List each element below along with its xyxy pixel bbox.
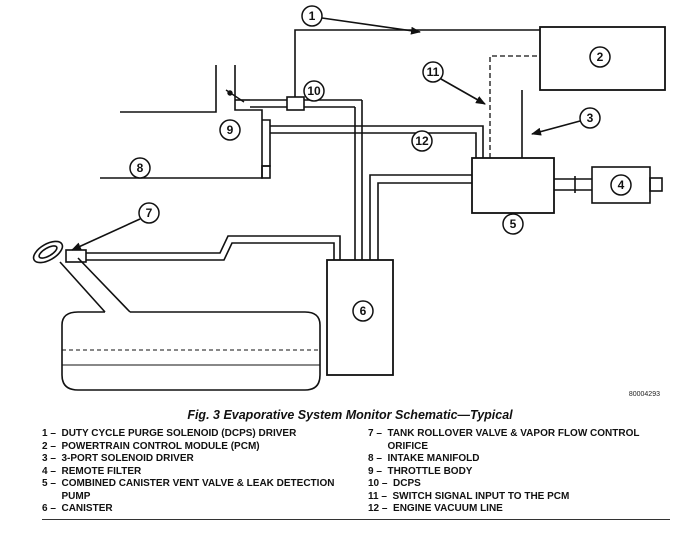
legend-text: REMOTE FILTER xyxy=(61,465,142,477)
legend-text: DCPS xyxy=(393,478,421,489)
legend-number: 5 xyxy=(42,478,48,489)
figure-caption: Fig. 3 Evaporative System Monitor Schema… xyxy=(187,408,513,422)
legend-text: ENGINE VACUUM LINE xyxy=(393,503,503,514)
callout-10: 10 xyxy=(303,80,325,102)
callout-2: 2 xyxy=(589,46,611,68)
evap-schematic: 1 2 3 4 5 6 7 8 9 10 11 xyxy=(32,5,666,398)
legend-item: 2 – POWERTRAIN CONTROL MODULE (PCM) xyxy=(42,441,352,454)
callout-11: 11 xyxy=(422,61,486,105)
svg-text:10: 10 xyxy=(307,84,321,98)
legend-number: 10 xyxy=(368,478,380,489)
callout-4: 4 xyxy=(610,174,632,196)
svg-text:11: 11 xyxy=(427,65,440,79)
svg-text:5: 5 xyxy=(510,217,517,231)
legend-text: SWITCH SIGNAL INPUT TO THE PCM xyxy=(392,490,570,502)
callout-9: 9 xyxy=(219,119,241,141)
legend-item: 7 – TANK ROLLOVER VALVE & VAPOR FLOW CON… xyxy=(368,428,668,453)
legend-text: COMBINED CANISTER VENT VALVE & LEAK DETE… xyxy=(61,478,335,502)
legend-text: 3-PORT SOLENOID DRIVER xyxy=(61,453,194,464)
tank-vapor-line xyxy=(86,235,341,261)
legend-text: THROTTLE BODY xyxy=(387,465,473,477)
legend-text: DUTY CYCLE PURGE SOLENOID (DCPS) DRIVER xyxy=(61,428,297,439)
legend-text: POWERTRAIN CONTROL MODULE (PCM) xyxy=(61,440,260,452)
legend-separator: – xyxy=(47,465,62,477)
legend-separator: – xyxy=(378,490,393,502)
svg-text:9: 9 xyxy=(227,123,234,137)
svg-text:4: 4 xyxy=(618,178,625,192)
legend-number: 6 xyxy=(42,503,48,514)
bottom-divider xyxy=(42,519,670,520)
legend-separator: – xyxy=(47,428,62,439)
svg-text:7: 7 xyxy=(146,206,153,220)
pcm-box xyxy=(539,26,666,91)
legend-separator: – xyxy=(379,503,394,514)
legend-item: 3 – 3-PORT SOLENOID DRIVER xyxy=(42,453,352,466)
legend-item: 9 – THROTTLE BODY xyxy=(368,466,668,479)
legend-separator: – xyxy=(47,503,62,514)
legend-separator: – xyxy=(47,453,62,464)
legend-separator: – xyxy=(373,453,388,464)
svg-text:2: 2 xyxy=(597,50,604,64)
legend-right-column: 7 – TANK ROLLOVER VALVE & VAPOR FLOW CON… xyxy=(368,428,668,516)
legend-separator: – xyxy=(373,428,388,439)
callout-7: 7 xyxy=(71,202,160,251)
legend-item: 5 – COMBINED CANISTER VENT VALVE & LEAK … xyxy=(42,478,352,503)
dcps-driver-wire xyxy=(294,29,540,100)
legend-number: 12 xyxy=(368,503,380,514)
callout-8: 8 xyxy=(129,157,151,179)
svg-text:8: 8 xyxy=(137,161,144,175)
svg-text:1: 1 xyxy=(309,9,316,23)
legend-left-column: 1 – DUTY CYCLE PURGE SOLENOID (DCPS) DRI… xyxy=(42,428,352,516)
legend-number: 11 xyxy=(368,490,379,502)
legend-text: INTAKE MANIFOLD xyxy=(387,453,480,464)
legend-item: 1 – DUTY CYCLE PURGE SOLENOID (DCPS) DRI… xyxy=(42,428,352,441)
svg-text:6: 6 xyxy=(360,304,367,318)
legend-item: 12 – ENGINE VACUUM LINE xyxy=(368,503,668,516)
intake-manifold xyxy=(100,65,271,179)
switch-signal-line xyxy=(489,55,540,158)
reference-code: 80004293 xyxy=(629,391,660,398)
canister-vent-lines xyxy=(369,174,472,260)
callout-1: 1 xyxy=(301,5,421,35)
legend-text: TANK ROLLOVER VALVE & VAPOR FLOW CONTROL… xyxy=(387,428,640,452)
callout-12: 12 xyxy=(411,130,433,152)
callout-6: 6 xyxy=(352,300,374,322)
legend-item: 6 – CANISTER xyxy=(42,503,352,516)
legend-item: 4 – REMOTE FILTER xyxy=(42,466,352,479)
legend-separator: – xyxy=(47,440,62,452)
leak-detection-pump-box xyxy=(471,157,555,214)
legend-text: CANISTER xyxy=(61,503,113,514)
legend-item: 8 – INTAKE MANIFOLD xyxy=(368,453,668,466)
legend-separator: – xyxy=(47,478,62,489)
legend-number: 4 xyxy=(42,465,48,477)
legend-item: 11 – SWITCH SIGNAL INPUT TO THE PCM xyxy=(368,491,668,504)
legend-number: 2 xyxy=(42,440,48,452)
callout-5: 5 xyxy=(502,213,524,235)
callout-3: 3 xyxy=(531,107,601,136)
legend-item: 10 – DCPS xyxy=(368,478,668,491)
legend-number: 1 xyxy=(42,428,48,439)
fuel-tank xyxy=(32,240,321,391)
remote-filter xyxy=(554,166,663,204)
svg-text:3: 3 xyxy=(587,111,594,125)
legend-number: 8 xyxy=(368,453,374,464)
legend-separator: – xyxy=(373,465,388,477)
svg-text:12: 12 xyxy=(415,134,429,148)
legend-number: 3 xyxy=(42,453,48,464)
canister-box xyxy=(326,259,394,376)
engine-vacuum-line xyxy=(270,125,484,158)
throttle-plate xyxy=(225,89,245,103)
legend-separator: – xyxy=(379,478,394,489)
legend-number: 7 xyxy=(368,428,374,439)
legend-number: 9 xyxy=(368,465,374,477)
